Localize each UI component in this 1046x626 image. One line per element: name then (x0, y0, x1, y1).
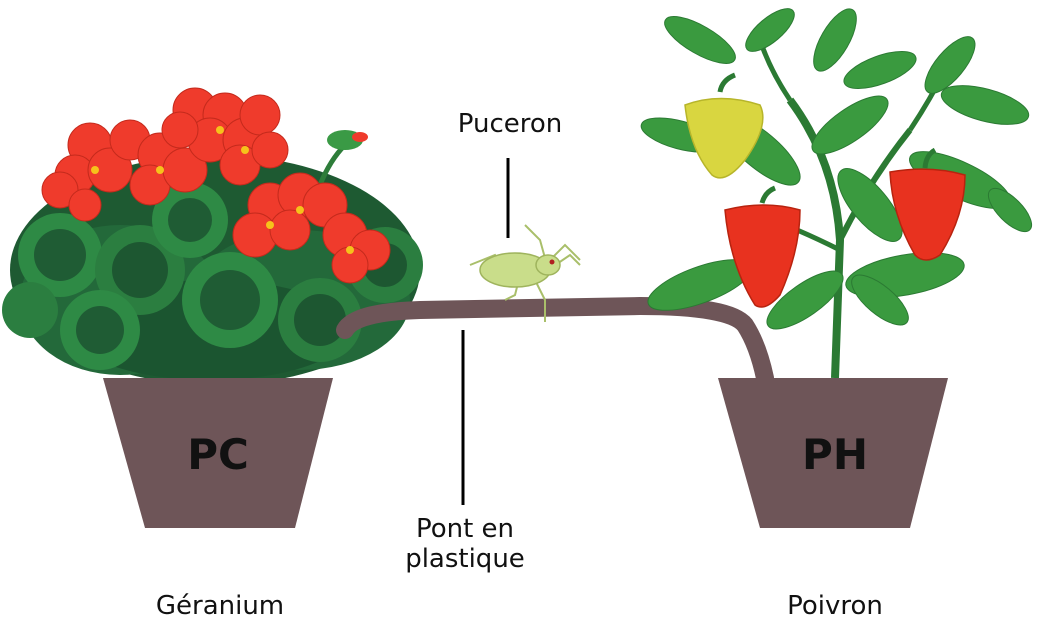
aphid-label: Puceron (430, 110, 590, 140)
bridge-label-line1: Pont en (375, 515, 555, 545)
right-plant-label: Poivron (735, 592, 935, 622)
geranium-plant (2, 88, 423, 385)
bridge-label-line2: plastique (375, 545, 555, 575)
plastic-bridge (345, 306, 765, 378)
bridge-label: Pont en plastique (375, 515, 555, 575)
left-pot-code: PC (168, 430, 268, 479)
right-pot-code: PH (785, 430, 885, 479)
left-plant-label: Géranium (120, 592, 320, 622)
pepper-plant (638, 2, 1039, 378)
